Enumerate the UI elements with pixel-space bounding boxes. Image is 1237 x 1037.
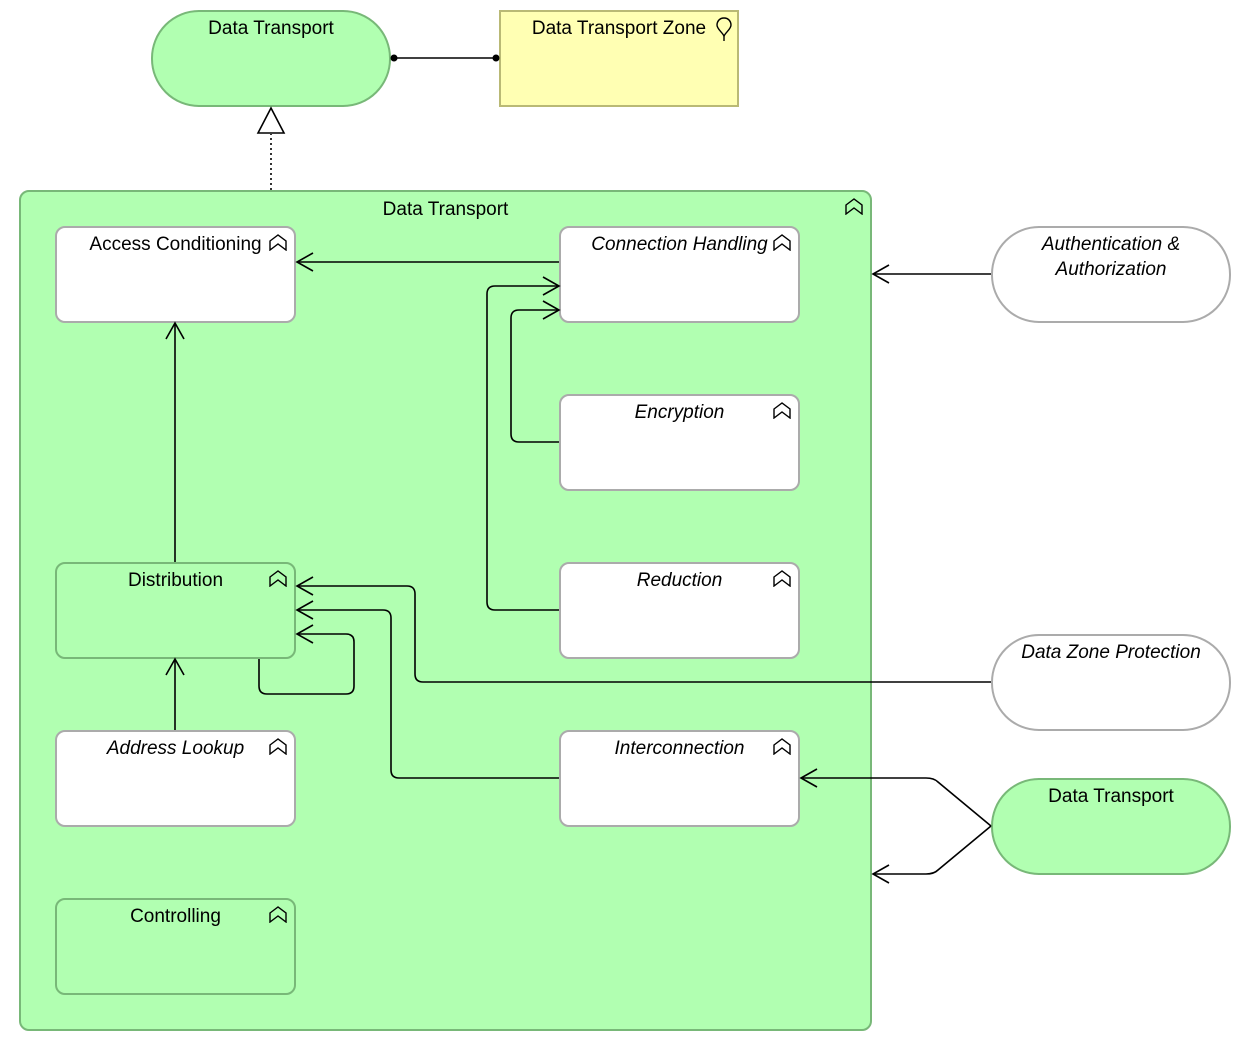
function-reduction[interactable]: Reduction: [559, 562, 800, 659]
service-label: Authentication & Authorization: [1041, 234, 1181, 280]
flow-distribution-self: [258, 633, 355, 695]
flow-interconnection-to-distribution: [297, 609, 559, 779]
location-pin-icon: [716, 17, 732, 41]
function-controlling[interactable]: Controlling: [55, 898, 296, 995]
arrowhead: [165, 657, 185, 676]
arrowhead: [542, 276, 561, 296]
flow-reduction-to-connection: [486, 285, 559, 611]
business-function-icon: [773, 570, 791, 587]
business-function-icon: [269, 570, 287, 587]
function-label: Controlling: [130, 906, 221, 927]
arrowhead: [295, 624, 314, 644]
function-label: Encryption: [634, 402, 725, 423]
business-function-icon: [269, 738, 287, 755]
function-address-lookup[interactable]: Address Lookup: [55, 730, 296, 827]
service-label: Data Transport: [1048, 786, 1174, 807]
function-access-conditioning[interactable]: Access Conditioning: [55, 226, 296, 323]
service-data-zone-protection[interactable]: Data Zone Protection: [991, 634, 1231, 731]
arrowhead: [295, 252, 314, 272]
flow-zone-protection-to-distribution: [297, 585, 991, 683]
service-data-transport-bottom[interactable]: Data Transport: [991, 778, 1231, 875]
arrowhead: [295, 600, 314, 620]
service-data-transport-top[interactable]: Data Transport: [151, 10, 391, 107]
arrowhead: [871, 264, 890, 284]
business-function-icon: [845, 198, 863, 215]
flow-transport-to-container: [873, 825, 992, 875]
arrowhead: [165, 321, 185, 340]
location-label: Data Transport Zone: [531, 18, 707, 39]
service-authentication-authorization[interactable]: Authentication & Authorization: [991, 226, 1231, 323]
function-label: Interconnection: [614, 738, 745, 759]
arrowhead: [295, 576, 314, 596]
business-function-icon: [773, 234, 791, 251]
flow-encryption-to-connection: [510, 309, 559, 443]
realization-arrowhead: [256, 106, 286, 134]
function-interconnection[interactable]: Interconnection: [559, 730, 800, 827]
business-function-icon: [773, 402, 791, 419]
business-function-icon: [269, 234, 287, 251]
flow-transport-to-interconnection: [801, 777, 992, 827]
function-label: Connection Handling: [591, 234, 768, 255]
function-distribution[interactable]: Distribution: [55, 562, 296, 659]
business-function-icon: [269, 906, 287, 923]
association-dot: [390, 54, 398, 62]
function-connection-handling[interactable]: Connection Handling: [559, 226, 800, 323]
function-label: Distribution: [127, 570, 224, 591]
service-label: Data Transport: [208, 18, 334, 39]
arrowhead: [542, 300, 561, 320]
service-label: Data Zone Protection: [1021, 642, 1201, 663]
container-title: Data Transport: [382, 199, 509, 220]
function-label: Access Conditioning: [89, 234, 262, 255]
function-label: Reduction: [636, 570, 723, 591]
business-function-icon: [773, 738, 791, 755]
function-encryption[interactable]: Encryption: [559, 394, 800, 491]
arrowhead: [799, 768, 818, 788]
location-data-transport-zone[interactable]: Data Transport Zone: [499, 10, 739, 107]
association-dot: [492, 54, 500, 62]
function-label: Address Lookup: [106, 738, 245, 759]
arrowhead: [871, 864, 890, 884]
